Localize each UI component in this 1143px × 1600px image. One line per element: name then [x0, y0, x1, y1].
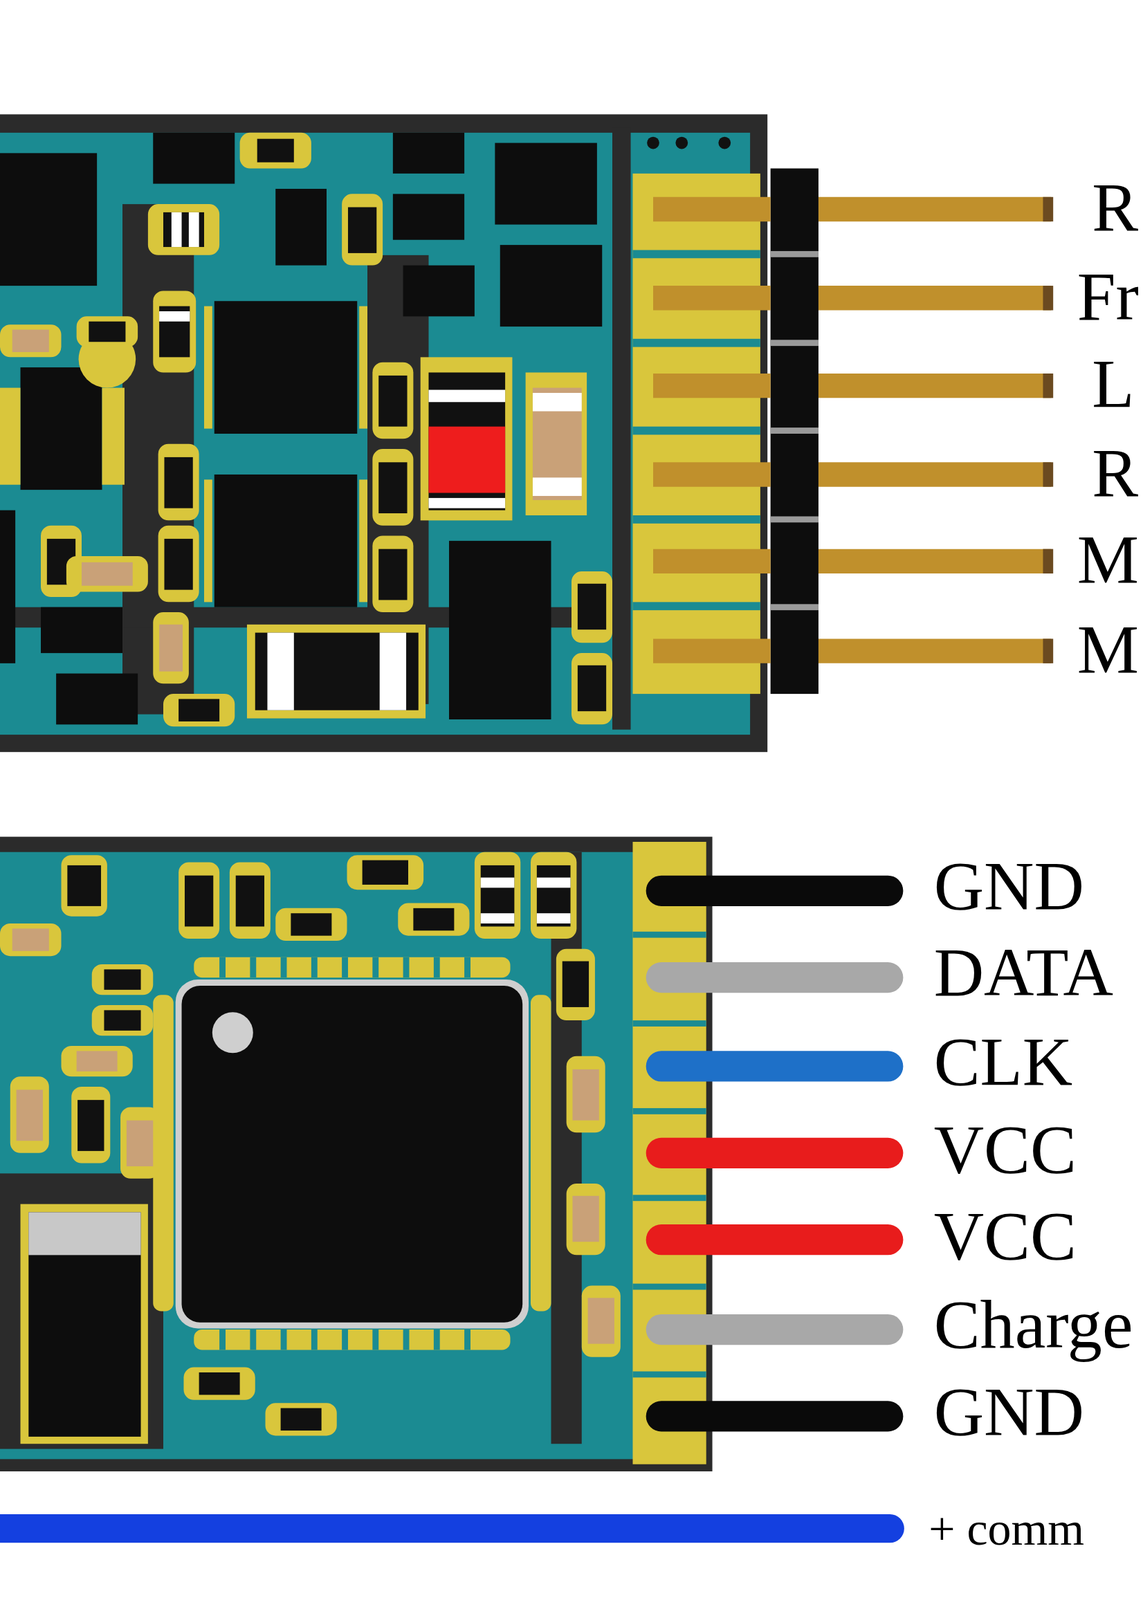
- signal-label: DATA: [934, 938, 1114, 1008]
- pin-label: R: [1091, 438, 1139, 508]
- wire-label: + comm: [928, 1506, 1085, 1554]
- pin-label: R: [1091, 172, 1139, 243]
- signal-label: GND: [934, 851, 1085, 921]
- signal-label: VCC: [934, 1201, 1077, 1271]
- signal-label: VCC: [934, 1115, 1077, 1185]
- pin-label: Fr: [1077, 262, 1139, 332]
- pin-label: M: [1077, 525, 1139, 595]
- bottom-board: [0, 837, 890, 1530]
- signal-label: CLK: [934, 1027, 1074, 1097]
- pin-label: L: [1091, 349, 1135, 419]
- signal-label: Charge: [934, 1290, 1134, 1360]
- pin-label: M: [1077, 615, 1139, 685]
- signal-label: GND: [934, 1377, 1085, 1447]
- top-board: [0, 114, 1054, 753]
